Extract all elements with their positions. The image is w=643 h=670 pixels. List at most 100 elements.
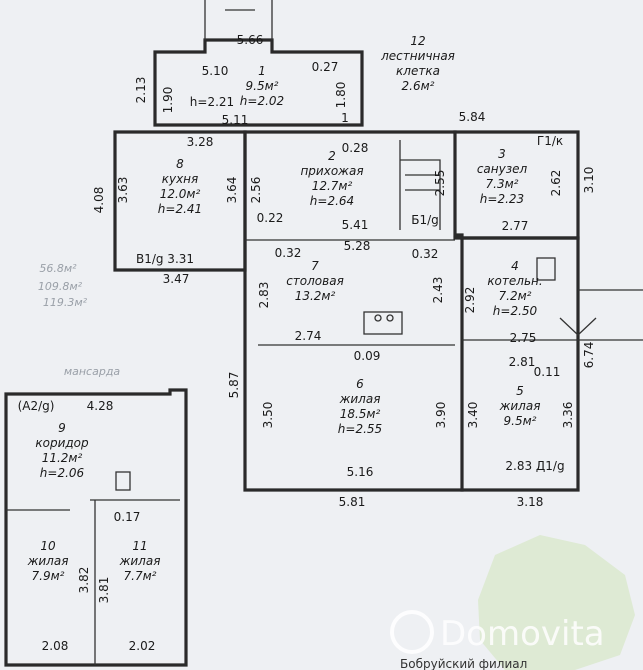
dimension-label: 3.47 — [163, 272, 190, 286]
room-label-r8: 12.0м² — [160, 187, 201, 201]
dimension-label: h=2.21 — [190, 95, 234, 109]
dimension-label: 2.77 — [502, 219, 529, 233]
dimension-label: 0.32 — [412, 247, 439, 261]
room-label-r8: h=2.41 — [158, 202, 202, 216]
room-label-r2: h=2.64 — [310, 194, 354, 208]
dimension-label: 2.62 — [549, 170, 563, 197]
room-label-r9: 11.2м² — [42, 451, 83, 465]
watermark-text: Domovita — [440, 614, 605, 654]
dimension-label: 3.90 — [434, 402, 448, 429]
area-summary-label: 109.8м² — [38, 280, 83, 293]
dimension-label: 2.74 — [295, 329, 322, 343]
room-label-r2: прихожая — [300, 164, 363, 178]
dimension-label: 2.92 — [463, 287, 477, 314]
dimension-label: 5.41 — [342, 218, 369, 232]
dimension-label: 0.17 — [114, 510, 141, 524]
room-label-r12: 12 — [410, 34, 425, 48]
room-label-r9: h=2.06 — [40, 466, 85, 480]
dimension-label: 2.83 — [257, 282, 271, 309]
dimension-label: 3.64 — [225, 177, 239, 204]
dimension-label: 2.08 — [42, 639, 69, 653]
area-summary-label: 56.8м² — [39, 262, 77, 275]
dimension-label: 5.10 — [202, 64, 229, 78]
room-label-r2: 12.7м² — [312, 179, 353, 193]
room-label-r7: 13.2м² — [295, 289, 336, 303]
area-summary-label: 119.3м² — [43, 296, 88, 309]
room-label-r3: 3 — [498, 147, 506, 161]
room-label-r7: 7 — [311, 259, 319, 273]
room-label-r4: 7.2м² — [499, 289, 532, 303]
room-label-r9: 9 — [58, 421, 66, 435]
dimension-label: 5.81 — [339, 495, 366, 509]
dimension-label: 2.56 — [249, 177, 263, 204]
room-label-r4: h=2.50 — [493, 304, 538, 318]
dimension-label: 1 — [341, 111, 349, 125]
map-silhouette — [478, 535, 635, 670]
room-label-r3: санузел — [477, 162, 528, 176]
dimension-label: (A2/g) — [18, 399, 55, 413]
dimension-label: 4.08 — [92, 187, 106, 214]
dimension-label: 5.16 — [347, 465, 374, 479]
dimension-label: 5.87 — [227, 372, 241, 399]
room-label-r6: h=2.55 — [338, 422, 382, 436]
room-label-r6: 18.5м² — [340, 407, 381, 421]
dimension-label: В1/g 3.31 — [136, 252, 194, 266]
faint-labels: мансарда 56.8м² 109.8м² 119.3м² — [38, 262, 121, 378]
dimension-label: 3.81 — [97, 577, 111, 604]
dimension-label: 2.55 — [433, 170, 447, 197]
room-label-r10: 7.9м² — [32, 569, 65, 583]
dimension-label: 1.90 — [161, 87, 175, 114]
room-label-r2: 2 — [328, 149, 336, 163]
mansarda-label: мансарда — [64, 365, 121, 378]
mansard-walls — [4, 388, 188, 667]
room-label-r7: столовая — [286, 274, 344, 288]
room-label-r12: лестничная — [380, 49, 455, 63]
dimension-label: 3.18 — [517, 495, 544, 509]
dimension-label: 3.40 — [466, 402, 480, 429]
footer-text: Бобруйский филиал — [400, 657, 527, 670]
room-label-r11: 7.7м² — [124, 569, 157, 583]
room-label-r5: 9.5м² — [504, 414, 537, 428]
dimension-label: 1.80 — [334, 82, 348, 109]
room-label-r11: жилая — [119, 554, 161, 568]
dimension-label: 3.28 — [187, 135, 214, 149]
watermark: Domovita — [390, 610, 605, 654]
room-labels: 19.5м²h=2.022прихожая12.7м²h=2.643санузе… — [27, 34, 543, 583]
dimension-label: 0.09 — [354, 349, 381, 363]
room-label-r10: 10 — [40, 539, 56, 553]
dimension-label: 4.28 — [87, 399, 114, 413]
dimension-label: 3.10 — [582, 167, 596, 194]
room-label-r10: жилая — [27, 554, 69, 568]
room-label-r6: 6 — [356, 377, 364, 391]
dimension-label: Б1/g — [411, 213, 439, 227]
dimension-label: 0.27 — [312, 60, 339, 74]
dimension-label: 3.82 — [77, 567, 91, 594]
dimension-label: 2.13 — [134, 77, 148, 104]
dimension-label: 5.66 — [237, 33, 264, 47]
room-label-r8: 8 — [176, 157, 184, 171]
dimension-label: 2.81 — [509, 355, 536, 369]
dimension-label: 2.43 — [431, 277, 445, 304]
dimension-label: 2.83 Д1/g — [505, 459, 564, 473]
room-label-r8: кухня — [162, 172, 199, 186]
room-label-r11: 11 — [132, 539, 147, 553]
dimension-label: 0.32 — [275, 246, 302, 260]
dimension-label: Г1/к — [537, 134, 563, 148]
dimension-label: 5.28 — [344, 239, 371, 253]
dimension-label: 0.28 — [342, 141, 369, 155]
dimension-label: 5.11 — [222, 113, 249, 127]
room-label-r1: 9.5м² — [246, 79, 279, 93]
room-label-r12: клетка — [396, 64, 440, 78]
room-label-r4: 4 — [511, 259, 519, 273]
room-label-r4: котельн. — [487, 274, 542, 288]
dimension-label: 3.50 — [261, 402, 275, 429]
room-label-r5: жилая — [499, 399, 541, 413]
dimension-label: 6.74 — [582, 342, 596, 369]
room-label-r1: h=2.02 — [240, 94, 284, 108]
room-label-r1: 1 — [258, 64, 266, 78]
room-label-r5: 5 — [516, 384, 524, 398]
room-label-r3: h=2.23 — [480, 192, 524, 206]
room-label-r6: жилая — [339, 392, 381, 406]
